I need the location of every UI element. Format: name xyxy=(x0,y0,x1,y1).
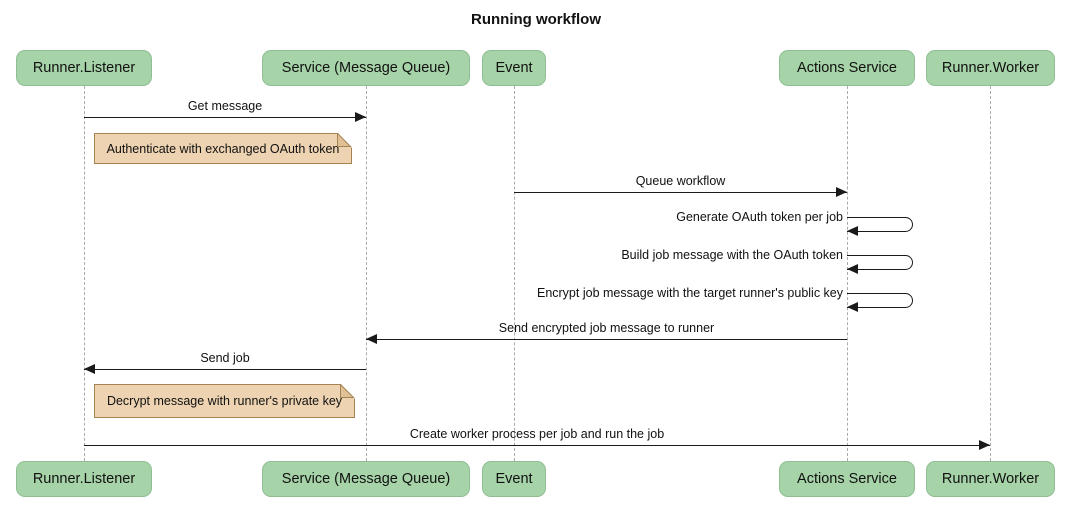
message-label: Send job xyxy=(200,351,250,365)
participant-runner-worker-top: Runner.Worker xyxy=(926,50,1055,86)
note-label: Decrypt message with runner's private ke… xyxy=(106,394,343,408)
arrowhead-right-icon xyxy=(355,112,366,122)
participant-runner-worker-bottom: Runner.Worker xyxy=(926,461,1055,497)
message-send-encrypted-job: Send encrypted job message to runner xyxy=(366,316,847,344)
participant-actions-service-top: Actions Service xyxy=(779,50,915,86)
arrowhead-left-icon xyxy=(847,264,858,274)
arrowhead-left-icon xyxy=(84,364,95,374)
message-label: Create worker process per job and run th… xyxy=(409,427,665,441)
self-message-loop xyxy=(847,217,913,236)
note-decrypt-message: Decrypt message with runner's private ke… xyxy=(94,384,355,418)
self-message-label-generate-oauth: Generate OAuth token per job xyxy=(676,210,843,224)
message-label: Send encrypted job message to runner xyxy=(498,321,715,335)
lifeline-runner-worker xyxy=(989,86,991,461)
self-message-label-build-job-message: Build job message with the OAuth token xyxy=(621,248,843,262)
participant-event-top: Event xyxy=(482,50,546,86)
arrowhead-right-icon xyxy=(979,440,990,450)
message-send-job: Send job xyxy=(84,346,366,374)
message-line xyxy=(514,192,847,193)
lifeline-event xyxy=(513,86,515,461)
message-get-message: Get message xyxy=(84,94,366,122)
arrowhead-left-icon xyxy=(366,334,377,344)
message-label: Queue workflow xyxy=(635,174,726,188)
note-fold-icon xyxy=(340,384,355,399)
participant-event-bottom: Event xyxy=(482,461,546,497)
participant-service-message-queue-top: Service (Message Queue) xyxy=(262,50,470,86)
message-line xyxy=(84,117,366,118)
arrowhead-left-icon xyxy=(847,226,858,236)
message-line xyxy=(84,445,990,446)
arrowhead-right-icon xyxy=(836,187,847,197)
lifeline-runner-listener xyxy=(83,86,85,461)
message-line xyxy=(84,369,366,370)
participant-runner-listener-bottom: Runner.Listener xyxy=(16,461,152,497)
self-message-loop xyxy=(847,293,913,312)
self-message-loop xyxy=(847,255,913,274)
participant-service-message-queue-bottom: Service (Message Queue) xyxy=(262,461,470,497)
diagram-title: Running workflow xyxy=(471,11,601,28)
message-line xyxy=(366,339,847,340)
self-message-label-encrypt-job-message: Encrypt job message with the target runn… xyxy=(536,286,843,300)
arrowhead-left-icon xyxy=(847,302,858,312)
participant-runner-listener-top: Runner.Listener xyxy=(16,50,152,86)
message-queue-workflow: Queue workflow xyxy=(514,169,847,197)
participant-actions-service-bottom: Actions Service xyxy=(779,461,915,497)
message-label: Get message xyxy=(187,99,263,113)
note-label: Authenticate with exchanged OAuth token xyxy=(106,141,340,156)
note-authenticate-oauth: Authenticate with exchanged OAuth token xyxy=(94,133,352,164)
note-fold-icon xyxy=(337,133,352,148)
lifeline-service-message-queue xyxy=(365,86,367,461)
message-create-worker-process: Create worker process per job and run th… xyxy=(84,422,990,450)
